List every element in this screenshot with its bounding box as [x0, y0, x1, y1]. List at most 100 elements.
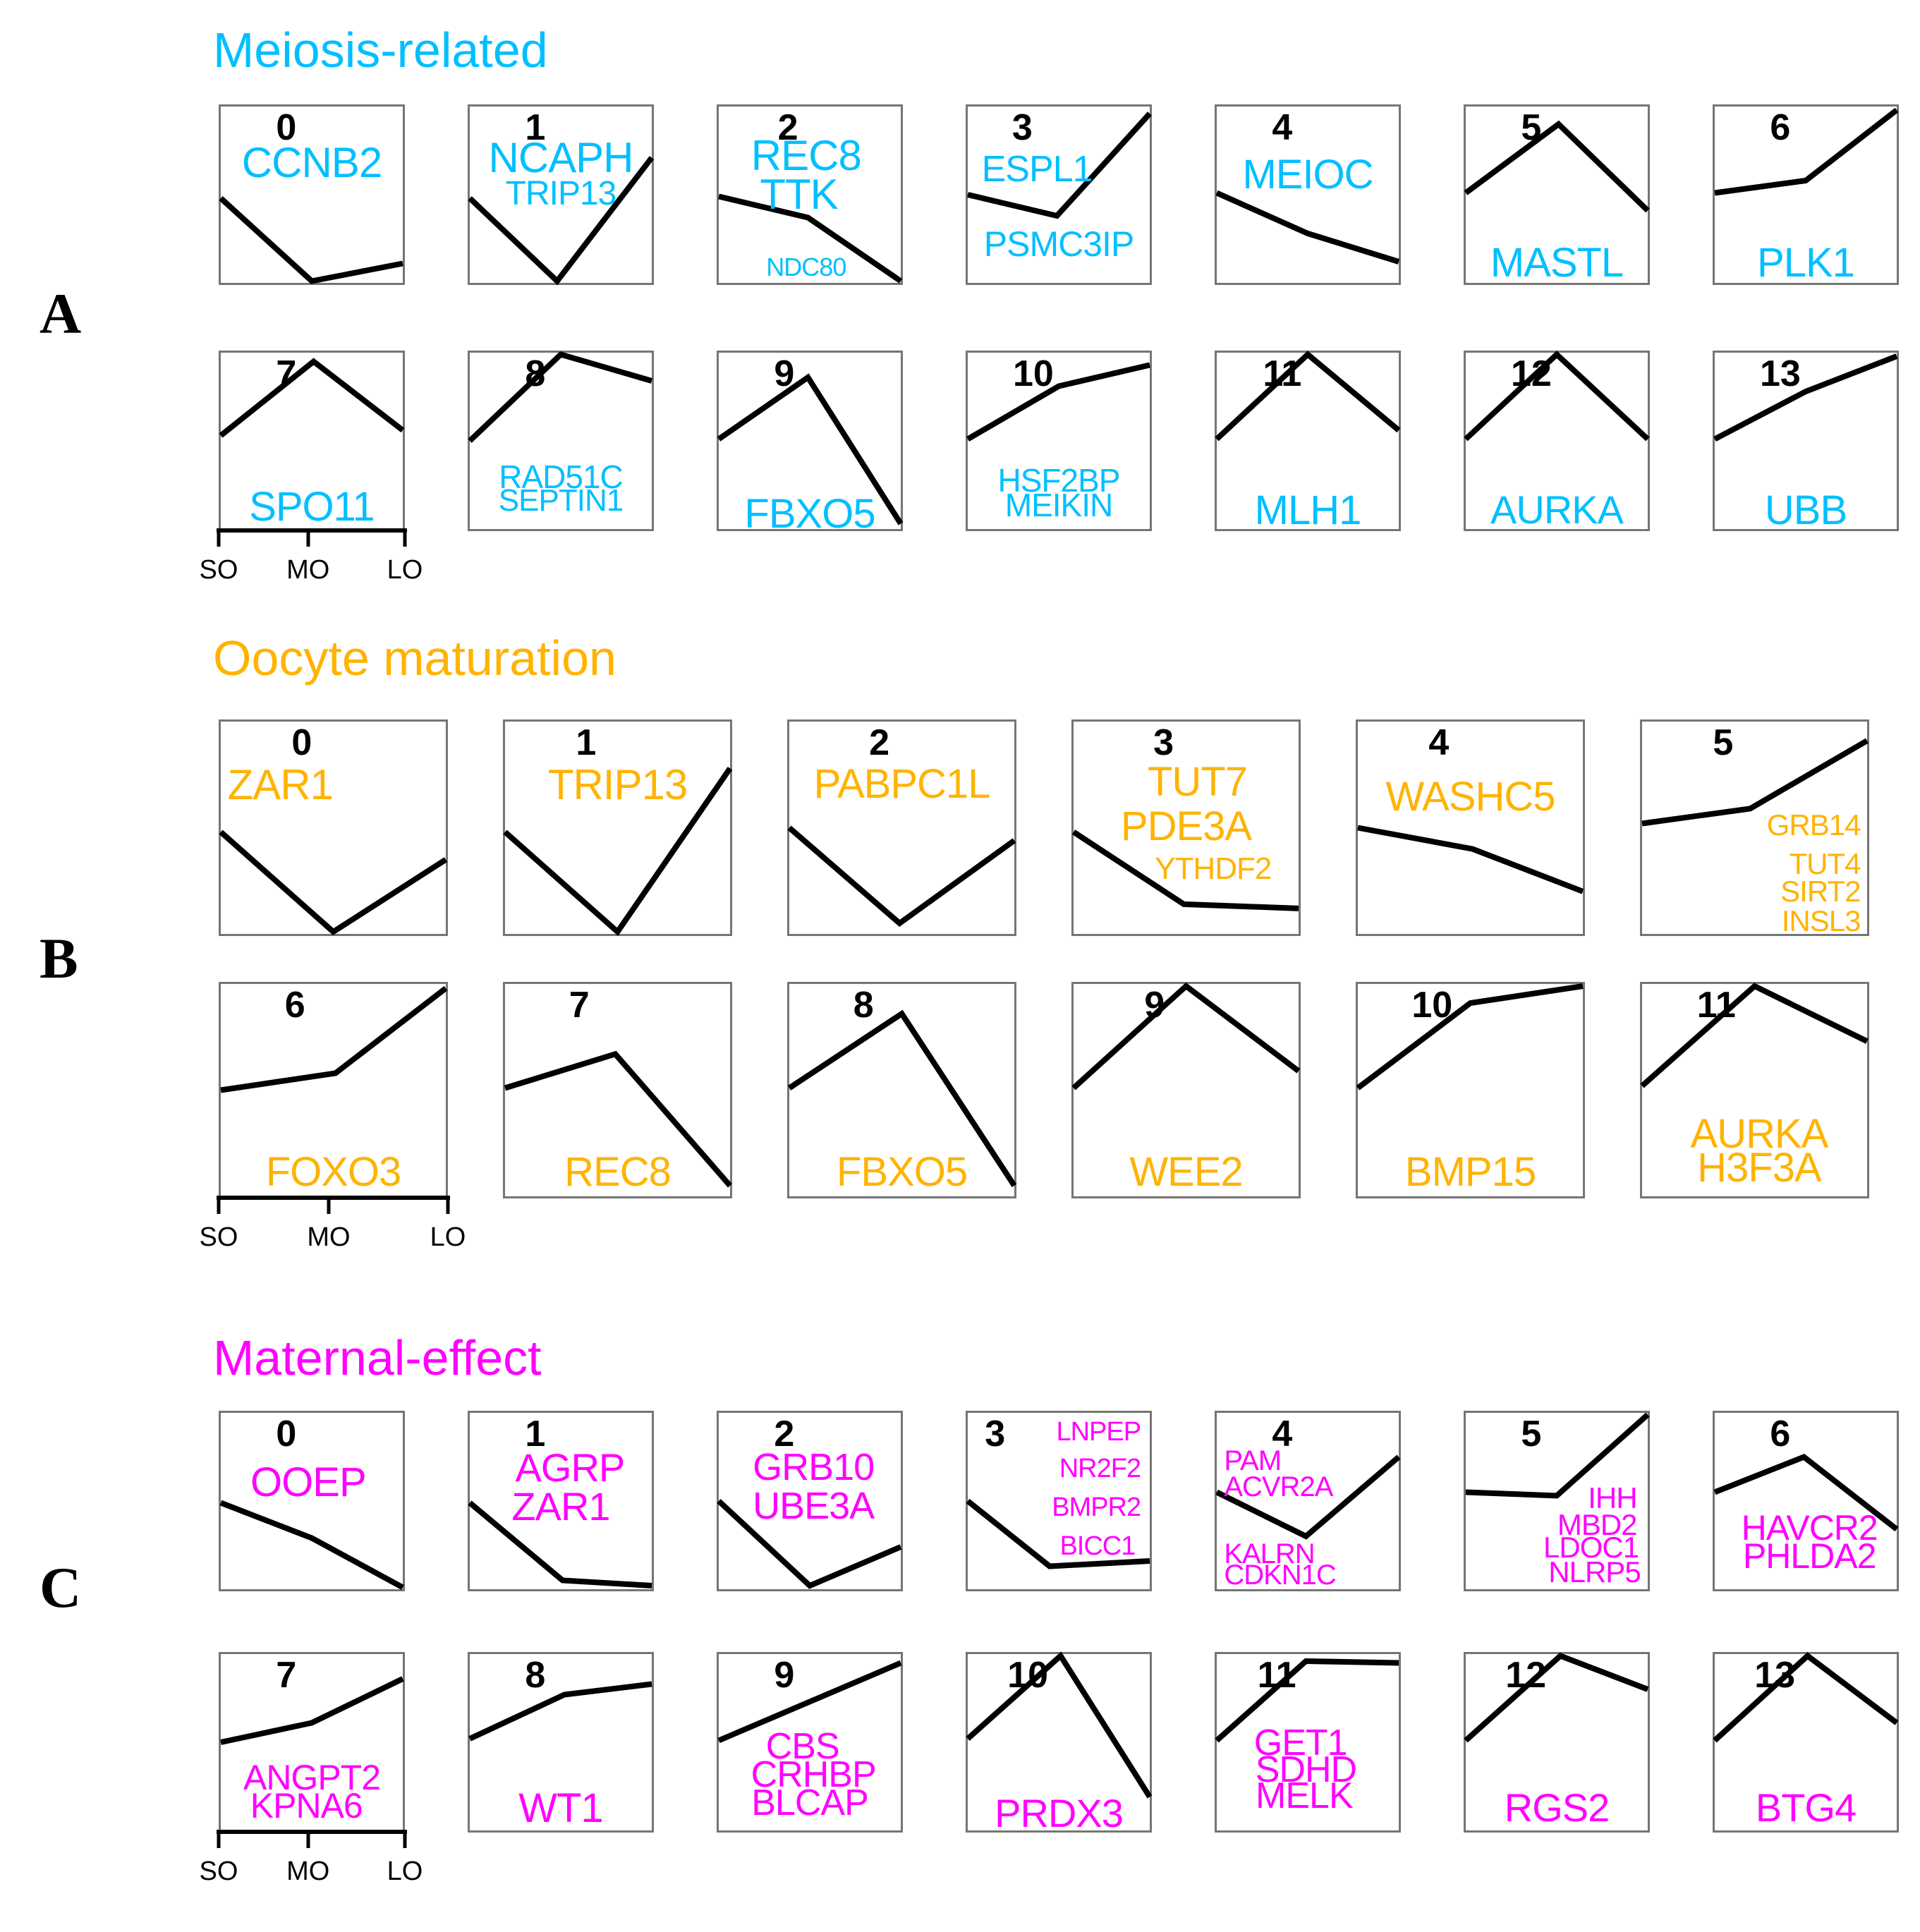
expression-trajectory-line — [221, 1503, 403, 1588]
trend-line-chart — [1715, 353, 1897, 529]
gene-label-ndc80: NDC80 — [766, 253, 846, 281]
gene-label-insl3: INSL3 — [1781, 904, 1861, 937]
cluster-number: 5 — [1521, 1413, 1542, 1454]
x-axis-tick-label-mo: MO — [307, 1222, 351, 1252]
x-axis-line — [217, 1830, 407, 1834]
expression-trajectory-line — [470, 1684, 652, 1739]
x-axis-tick-label-lo: LO — [387, 555, 423, 585]
expression-trajectory-line — [1715, 110, 1897, 193]
x-axis-line — [217, 1196, 450, 1200]
expression-trajectory-line — [221, 988, 446, 1090]
expression-trajectory-line — [968, 365, 1150, 439]
gene-label-espl1: ESPL1 — [981, 148, 1093, 190]
gene-label-nr2f2: NR2F2 — [1059, 1454, 1141, 1483]
cluster-number: 11 — [1263, 353, 1302, 394]
gene-label-washc5: WASHC5 — [1385, 774, 1556, 820]
gene-label-wee2: WEE2 — [1129, 1148, 1243, 1195]
gene-label-acvr2a: ACVR2A — [1224, 1471, 1333, 1502]
trend-line-chart — [1466, 1413, 1648, 1589]
gene-label-lnpep: LNPEP — [1056, 1416, 1141, 1447]
expression-trajectory-line — [1642, 986, 1867, 1086]
cluster-number: 2 — [774, 1413, 795, 1454]
trend-line-chart — [221, 107, 403, 283]
cluster-number: 10 — [1411, 985, 1453, 1026]
cluster-number: 3 — [985, 1413, 1006, 1454]
x-axis-tick-label-so: SO — [199, 1857, 238, 1886]
trend-line-chart — [968, 107, 1150, 283]
trend-line-chart — [1642, 984, 1867, 1196]
trend-line-chart — [470, 107, 652, 283]
trend-line-chart — [470, 1654, 652, 1830]
trend-line-chart — [968, 353, 1150, 529]
gene-label-ooep: OOEP — [250, 1459, 367, 1505]
gene-label-bicc1: BICC1 — [1059, 1531, 1136, 1561]
gene-label-aurka: AURKA — [1690, 1110, 1828, 1157]
trend-line-chart — [1642, 722, 1867, 934]
gene-label-angpt2: ANGPT2 — [243, 1758, 381, 1797]
cluster-number: 5 — [1713, 722, 1734, 763]
expression-trajectory-line — [719, 1501, 901, 1586]
expression-trajectory-line — [221, 362, 403, 436]
gene-label-mlh1: MLH1 — [1254, 487, 1362, 533]
cluster-number: 6 — [284, 985, 305, 1026]
gene-label-ttk: TTK — [760, 171, 838, 218]
cluster-number: 4 — [1428, 722, 1450, 763]
trend-line-chart — [221, 1413, 403, 1589]
expression-trajectory-line — [719, 1663, 901, 1741]
x-axis-tick-label-lo: LO — [387, 1857, 423, 1886]
gene-label-rgs2: RGS2 — [1504, 1785, 1610, 1830]
trend-line-chart — [719, 1654, 901, 1830]
cluster-number: 0 — [276, 107, 297, 148]
trend-line-chart — [1358, 722, 1583, 934]
gene-label-mbd2: MBD2 — [1557, 1507, 1638, 1541]
gene-label-tut7: TUT7 — [1147, 759, 1248, 806]
expression-trajectory-line — [470, 158, 652, 281]
x-axis-line — [217, 528, 407, 533]
gene-label-septin1: SEPTIN1 — [498, 482, 624, 518]
trend-line-chart — [221, 984, 446, 1196]
gene-label-havcr2: HAVCR2 — [1741, 1507, 1878, 1548]
expression-trajectory-line — [1358, 986, 1583, 1088]
gene-label-meikin: MEIKIN — [1004, 486, 1113, 523]
gene-label-plk1: PLK1 — [1757, 239, 1855, 286]
expression-trajectory-line — [1074, 832, 1299, 909]
trend-line-chart — [470, 353, 652, 529]
expression-trajectory-line — [968, 114, 1150, 216]
gene-label-ccnb2: CCNB2 — [241, 139, 382, 186]
gene-label-spo11: SPO11 — [249, 484, 375, 530]
gene-label-kalrn: KALRN — [1224, 1538, 1315, 1569]
gene-label-mastl: MASTL — [1490, 239, 1624, 286]
gene-label-melk: MELK — [1256, 1775, 1354, 1816]
expression-trajectory-line — [1466, 355, 1648, 439]
trend-line-chart — [505, 984, 730, 1196]
trend-line-chart — [1074, 984, 1299, 1196]
expression-trajectory-line — [470, 1503, 652, 1586]
gene-label-aurka: AURKA — [1490, 487, 1624, 532]
x-axis-tick — [217, 1830, 221, 1848]
cluster-number: 7 — [276, 1654, 297, 1696]
gene-label-h3f3a: H3F3A — [1697, 1144, 1822, 1191]
expression-trajectory-line — [968, 1656, 1150, 1797]
x-axis-tick-label-lo: LO — [430, 1222, 466, 1252]
expression-trajectory-line — [1217, 355, 1399, 439]
gene-label-pde3a: PDE3A — [1120, 803, 1252, 850]
cluster-number: 9 — [774, 1654, 795, 1696]
gene-label-phlda2: PHLDA2 — [1742, 1536, 1877, 1576]
x-axis-tick — [327, 1196, 331, 1214]
expression-trajectory-line — [221, 1679, 403, 1742]
trend-line-chart — [1217, 1654, 1399, 1830]
trend-line-chart — [968, 1654, 1150, 1830]
trend-line-chart — [470, 1413, 652, 1589]
